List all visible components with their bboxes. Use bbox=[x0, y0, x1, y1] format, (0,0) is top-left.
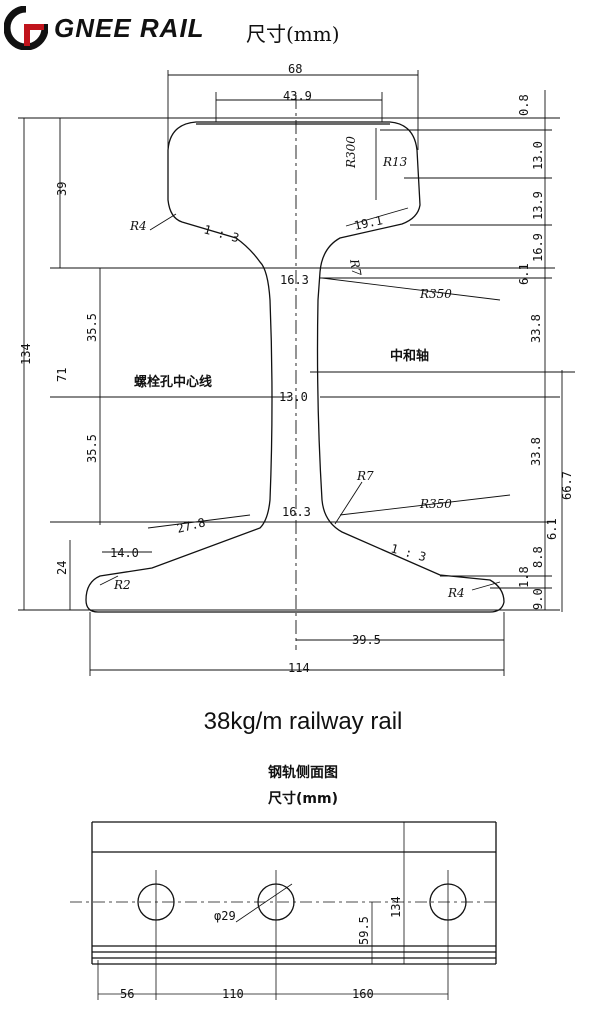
label-r2: R2 bbox=[113, 578, 131, 592]
gnee-logo-icon bbox=[4, 6, 48, 50]
slope-head: 1 : 3 bbox=[202, 222, 241, 245]
dim-160: 160 bbox=[352, 987, 374, 1001]
dim-13-0: 13.0 bbox=[531, 141, 545, 170]
label-bolt-hole-centerline: 螺栓孔中心线 bbox=[134, 374, 212, 390]
dim-web-bot: 16.3 bbox=[282, 505, 311, 519]
brand-logo: GNEE RAIL bbox=[4, 6, 205, 50]
dimension-labels: 68 43.9 0.8 R300 R13 13.0 39 R4 1 : 3 19… bbox=[19, 62, 574, 675]
dim-134: 134 bbox=[19, 343, 33, 365]
label-hole-diameter: φ29 bbox=[214, 909, 236, 923]
label-r350-bot: R350 bbox=[419, 497, 452, 511]
label-r7-top: R7 bbox=[347, 257, 364, 277]
dim-1-8: 1.8 bbox=[517, 566, 531, 588]
dim-14-0: 14.0 bbox=[110, 546, 139, 560]
dim-24: 24 bbox=[55, 561, 69, 575]
dim-0-8: 0.8 bbox=[517, 94, 531, 116]
dim-9-0: 9.0 bbox=[531, 588, 545, 610]
side-view-title: 钢轨侧面图 bbox=[268, 765, 338, 781]
dim-6-1-top: 6.1 bbox=[517, 263, 531, 285]
label-r300: R300 bbox=[344, 136, 358, 169]
dim-35-5-top: 35.5 bbox=[85, 313, 99, 342]
dim-56: 56 bbox=[120, 987, 134, 1001]
side-view-drawing bbox=[91, 821, 497, 965]
label-neutral-axis: 中和轴 bbox=[390, 348, 429, 364]
label-r350-top: R350 bbox=[419, 287, 452, 301]
dim-39-5: 39.5 bbox=[352, 633, 381, 647]
dim-71: 71 bbox=[55, 368, 69, 382]
dim-16-9: 16.9 bbox=[531, 233, 545, 262]
dim-web-mid: 13.0 bbox=[279, 390, 308, 404]
dim-web-top: 16.3 bbox=[280, 273, 309, 287]
brand-name: GNEE RAIL bbox=[54, 12, 205, 43]
rail-profile-outline bbox=[85, 121, 505, 613]
label-r13: R13 bbox=[382, 155, 408, 169]
dim-27-8: 27.8 bbox=[175, 515, 206, 536]
dim-19-1: 19.1 bbox=[353, 213, 384, 233]
dim-110: 110 bbox=[222, 987, 244, 1001]
dim-68: 68 bbox=[288, 62, 302, 76]
dim-8-8: 8.8 bbox=[531, 546, 545, 568]
diagram-caption: 38kg/m railway rail bbox=[203, 708, 403, 735]
label-r7-bot: R7 bbox=[356, 469, 374, 483]
dim-13-9: 13.9 bbox=[531, 191, 545, 220]
label-r4-foot: R4 bbox=[447, 586, 465, 600]
dim-6-1-bot: 6.1 bbox=[545, 518, 559, 540]
dim-114: 114 bbox=[288, 661, 310, 675]
dim-33-8-top: 33.8 bbox=[529, 314, 543, 343]
unit-label: 尺寸(mm) bbox=[246, 22, 340, 46]
dim-33-8-bot: 33.8 bbox=[529, 437, 543, 466]
side-view-unit: 尺寸(mm) bbox=[268, 791, 338, 807]
dim-66-7: 66.7 bbox=[560, 471, 574, 500]
dim-59-5: 59.5 bbox=[357, 916, 371, 945]
dim-side-134: 134 bbox=[389, 896, 403, 918]
dim-35-5-bot: 35.5 bbox=[85, 434, 99, 463]
dim-39: 39 bbox=[55, 182, 69, 196]
dim-43-9: 43.9 bbox=[283, 89, 312, 103]
label-r4-head: R4 bbox=[129, 219, 147, 233]
